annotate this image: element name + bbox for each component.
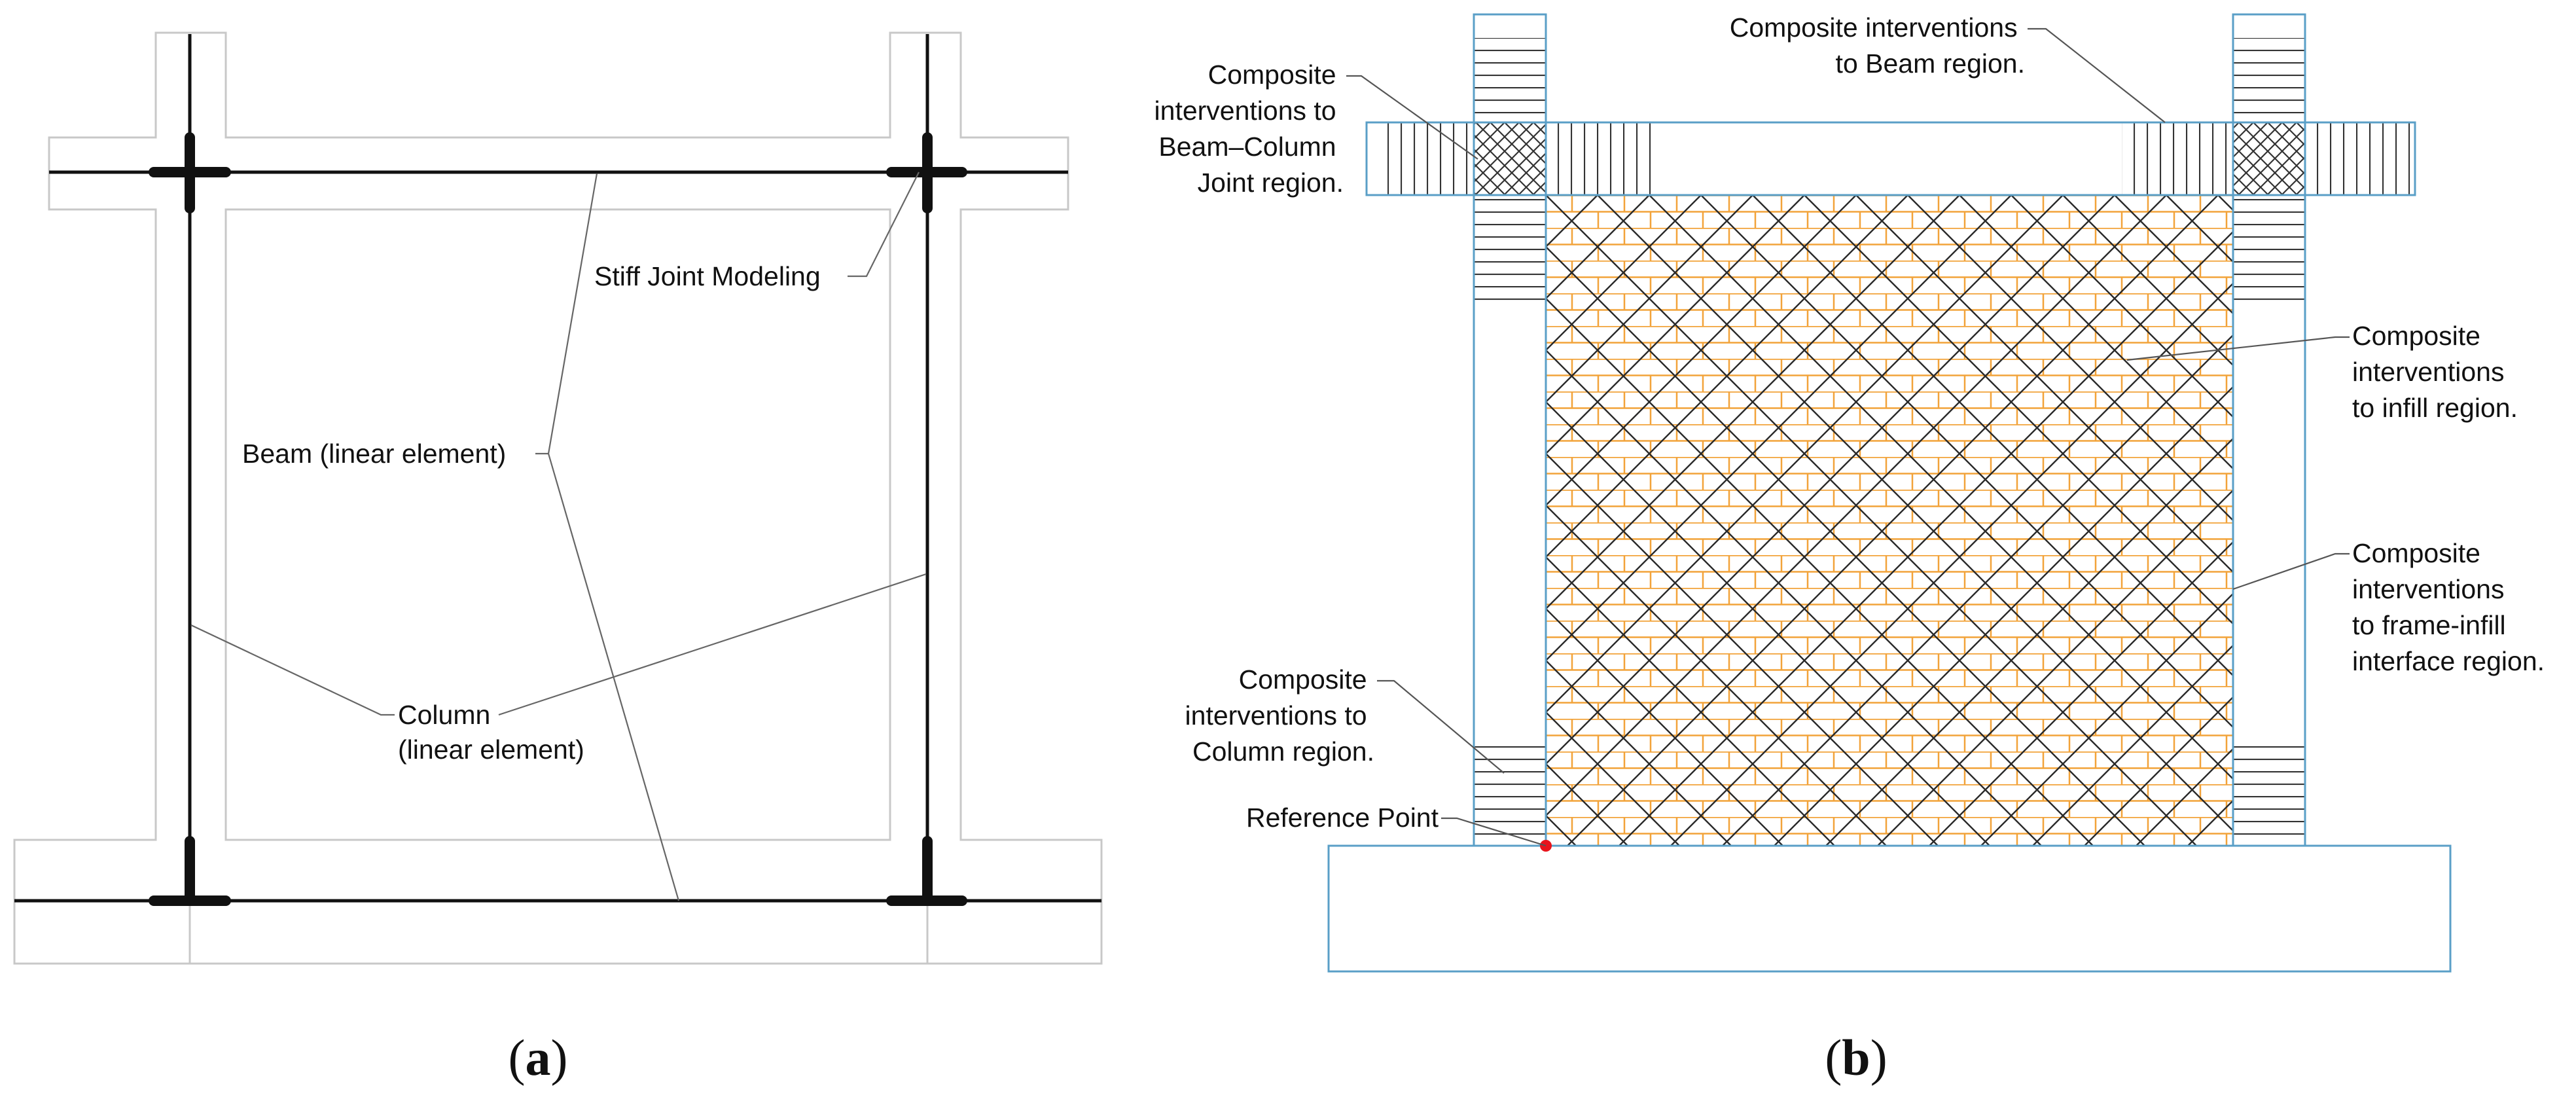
interface-region-label: Composite interventions to frame-infill … bbox=[2352, 538, 2545, 676]
column-label-line2: (linear element) bbox=[398, 734, 584, 765]
right-column-upper-stripes bbox=[2233, 196, 2305, 306]
infill-region-label: Composite interventions to infill region… bbox=[2352, 321, 2518, 423]
panel-a: Stiff Joint Modeling Beam (linear elemen… bbox=[13, 31, 1103, 1086]
joint-region-label: Composite interventions to Beam–Column J… bbox=[1154, 60, 1344, 198]
column-region-label: Composite interventions to Column region… bbox=[1185, 664, 1374, 767]
frame-outline bbox=[13, 31, 1103, 965]
column-region-leader bbox=[1377, 679, 1505, 774]
panel-b: Composite interventions to Beam–Column J… bbox=[1154, 12, 2545, 1086]
beam-region-label: Composite interventions to Beam region. bbox=[1730, 12, 2025, 79]
column-leader-right bbox=[498, 573, 927, 716]
stiff-joint-bottom-left bbox=[149, 836, 231, 906]
foundation-outline bbox=[1327, 844, 2452, 973]
column-label-line1: Column bbox=[398, 700, 490, 730]
beam-left-inner-stripes bbox=[1546, 122, 1657, 195]
panel-a-leaders bbox=[190, 172, 927, 901]
left-column-bottom-stripes bbox=[1474, 736, 1546, 846]
joint-left-crosshatch bbox=[1473, 121, 1547, 196]
beam-left-end-stripes bbox=[1380, 122, 1474, 195]
stiff-joint-leader bbox=[848, 172, 920, 278]
panel-b-leaders bbox=[1346, 27, 2350, 847]
left-column-top-stripes bbox=[1474, 38, 1546, 122]
beam-leader-top bbox=[535, 173, 598, 455]
stiff-joint-label: Stiff Joint Modeling bbox=[594, 261, 821, 291]
panel-b-caption: (b) bbox=[1825, 1029, 1887, 1086]
right-column-bottom-stripes bbox=[2233, 736, 2305, 846]
interface-leader bbox=[2232, 552, 2350, 590]
beam-right-inner-stripes bbox=[2122, 122, 2233, 195]
infill-mesh bbox=[1546, 195, 2233, 846]
infill-outline bbox=[1545, 194, 2234, 847]
right-column-top-stripes bbox=[2233, 38, 2305, 122]
left-column-upper-stripes bbox=[1474, 196, 1546, 306]
frame-outlines-blue bbox=[1327, 13, 2452, 973]
infill-leader bbox=[2126, 336, 2350, 361]
column-leader-left bbox=[190, 624, 395, 716]
beam-label: Beam (linear element) bbox=[242, 439, 506, 469]
joint-leader bbox=[1346, 75, 1478, 160]
beam-right-end-stripes bbox=[2305, 122, 2415, 195]
joint-right-crosshatch bbox=[2232, 121, 2306, 196]
reference-point-label: Reference Point bbox=[1246, 803, 1439, 833]
frame-opening-outline bbox=[224, 208, 891, 841]
stiff-joint-bottom-right bbox=[886, 836, 967, 906]
stiff-joint-top-left bbox=[149, 132, 231, 213]
stiff-joint-top-right bbox=[886, 132, 967, 213]
panel-a-caption: (a) bbox=[509, 1029, 568, 1086]
beam-region-leader bbox=[2028, 27, 2166, 123]
reference-point-leader bbox=[1441, 817, 1547, 847]
